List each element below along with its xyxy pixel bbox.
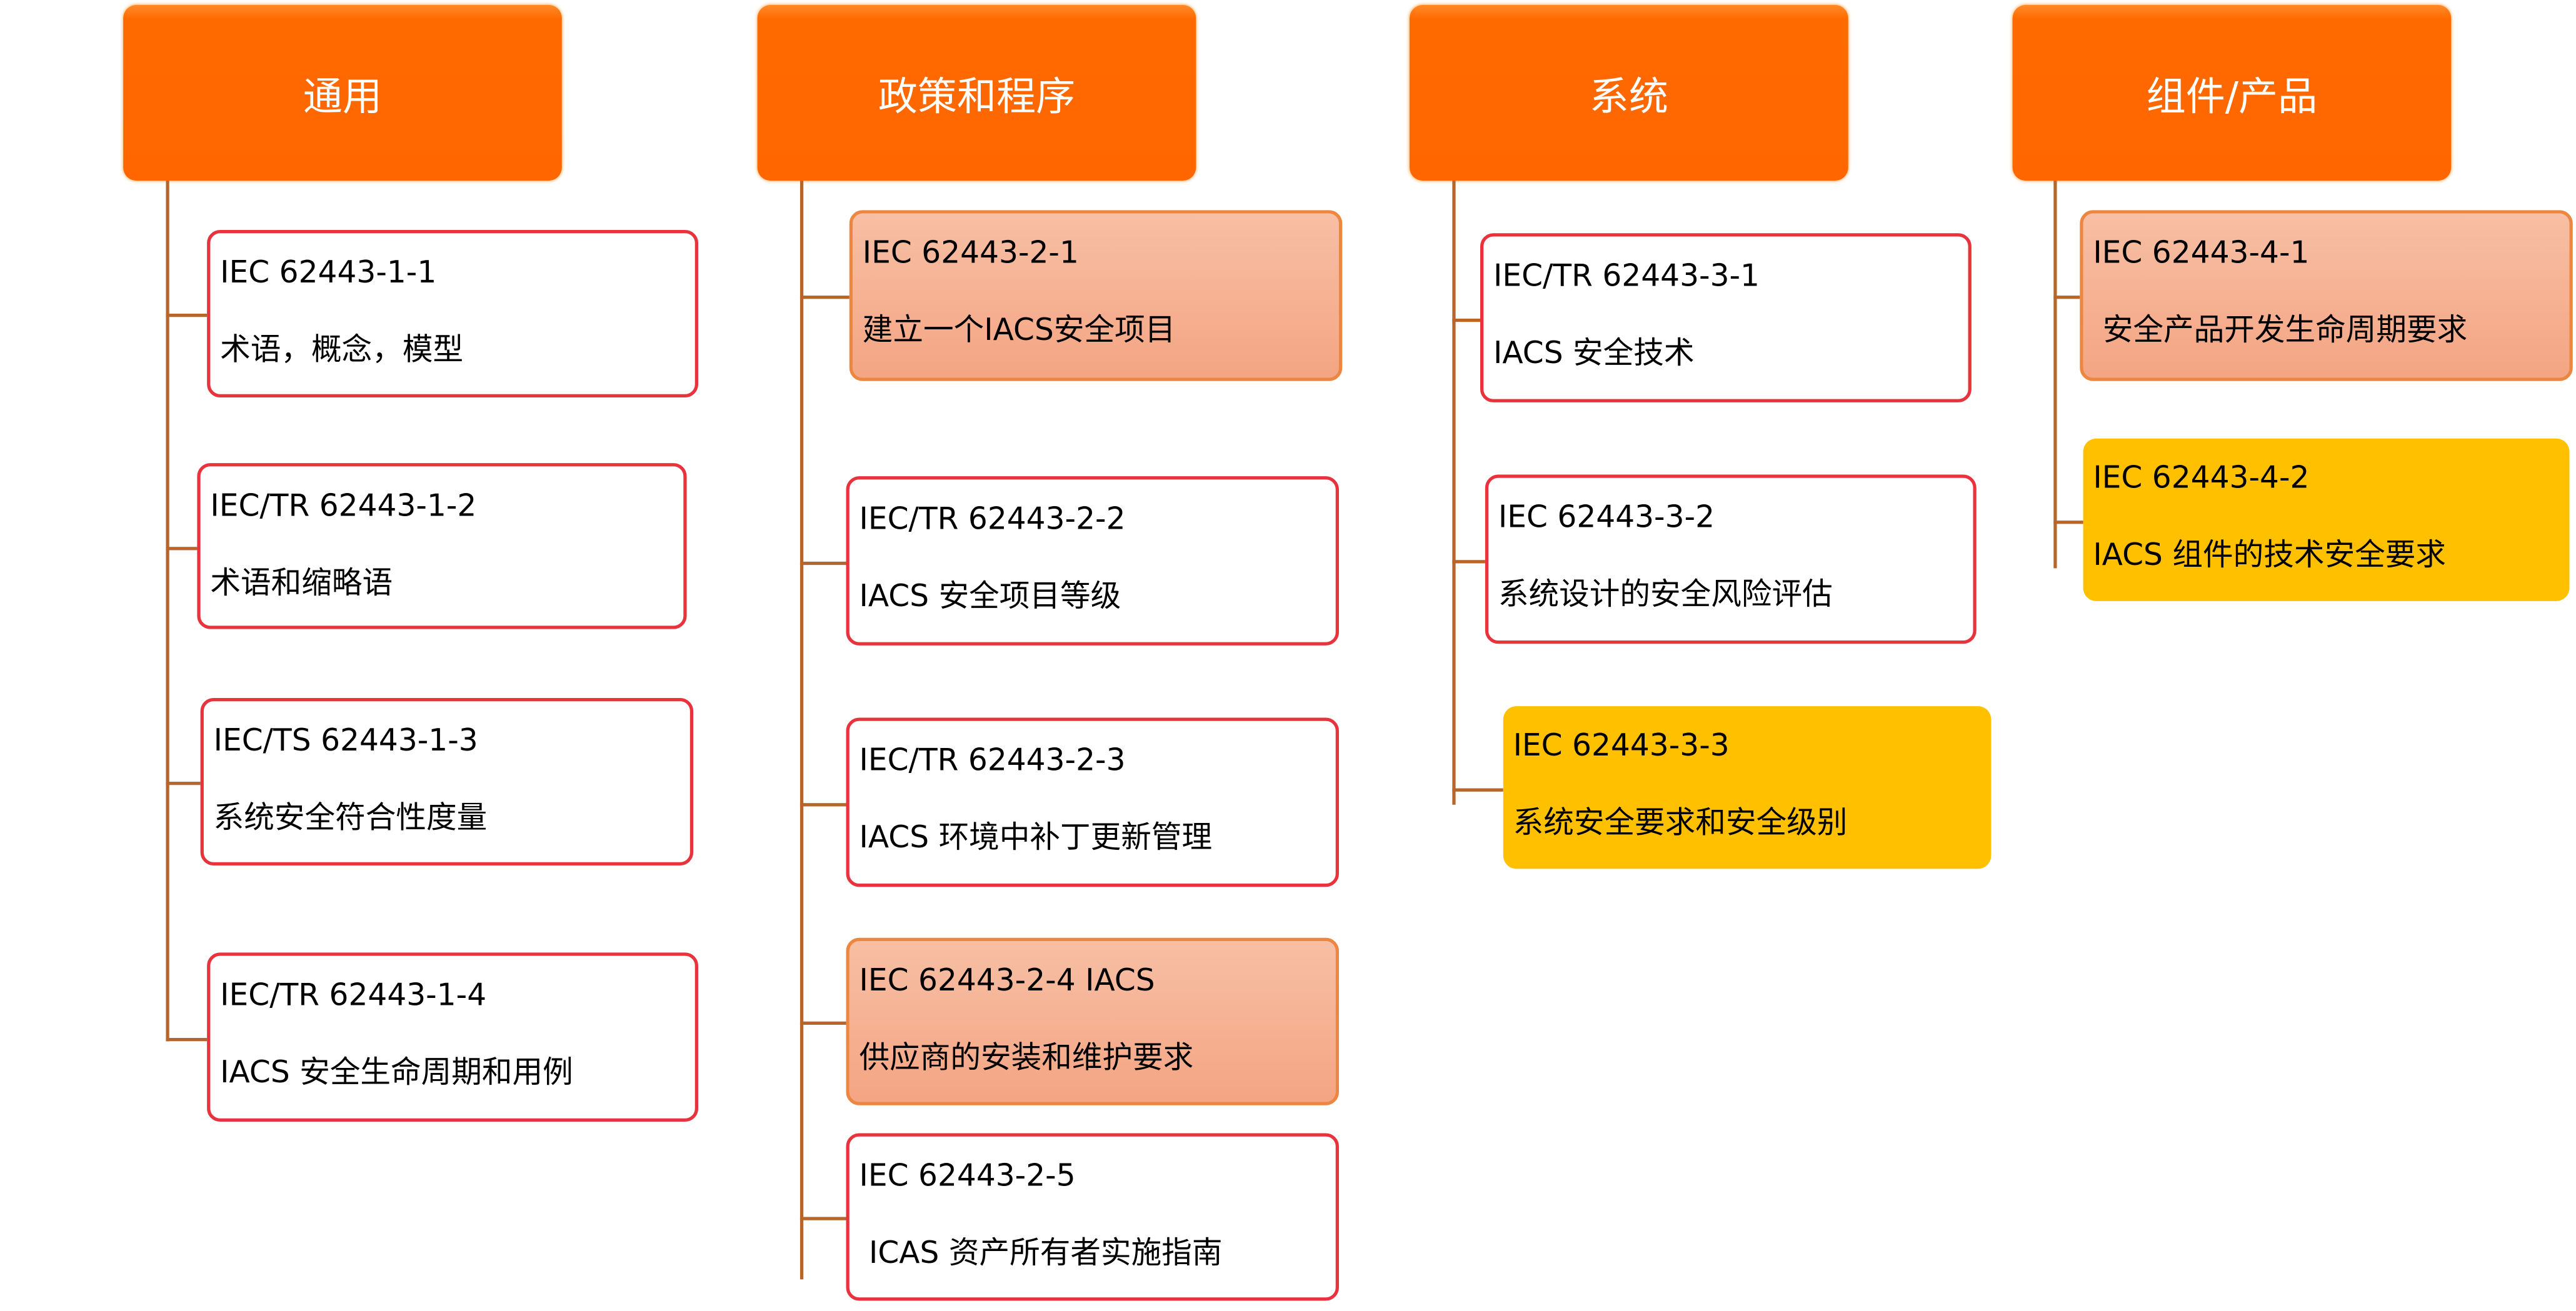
- connector-trunk: [166, 181, 169, 1042]
- connector-trunk: [2053, 181, 2057, 569]
- connector-branch: [1452, 317, 1481, 321]
- standard-description: 系统安全符合性度量: [213, 801, 488, 836]
- column-title: 系统: [1589, 74, 1668, 120]
- standard-code: IEC/TR 62443-1-4: [220, 979, 487, 1014]
- standard-description: IACS 组件的技术安全要求: [2093, 539, 2446, 574]
- standard-box[interactable]: IEC 62443-2-4 IACS 供应商的安装和维护要求: [846, 937, 1339, 1105]
- standard-code: IEC 62443-2-4 IACS: [859, 964, 1155, 999]
- connector-branch: [1452, 787, 1503, 791]
- connector-branch: [799, 561, 846, 564]
- standard-code: IEC 62443-4-1: [2093, 236, 2310, 271]
- column-header[interactable]: 系统: [1409, 4, 1848, 181]
- standard-code: IEC 62443-3-3: [1513, 729, 1730, 764]
- standard-description: 系统设计的安全风险评估: [1498, 578, 1833, 613]
- standard-description: IACS 安全技术: [1493, 336, 1695, 371]
- standard-description: 供应商的安装和维护要求: [859, 1041, 1194, 1076]
- standard-code: IEC 62443-2-5: [859, 1159, 1076, 1194]
- standard-description: 建立一个IACS安全项目: [862, 313, 1176, 349]
- standard-code: IEC 62443-1-1: [220, 256, 437, 291]
- standard-code: IEC 62443-4-2: [2093, 461, 2310, 496]
- connector-branch: [799, 296, 849, 299]
- connector-branch: [799, 1021, 846, 1025]
- standard-description: 安全产品开发生命周期要求: [2093, 313, 2468, 349]
- column-title: 通用: [303, 74, 383, 120]
- column-header[interactable]: 组件/产品: [2012, 4, 2452, 181]
- standard-box[interactable]: IEC 62443-3-3 系统安全要求和安全级别: [1503, 706, 1992, 869]
- connector-branch: [166, 546, 198, 550]
- column-header[interactable]: 政策和程序: [757, 4, 1196, 181]
- standard-box[interactable]: IEC 62443-3-2 系统设计的安全风险评估: [1485, 474, 1977, 644]
- connector-trunk: [1452, 181, 1456, 805]
- standard-description: ICAS 资产所有者实施指南: [859, 1237, 1223, 1272]
- connector-branch: [166, 782, 201, 785]
- standard-code: IEC 62443-2-1: [862, 236, 1079, 271]
- connector-branch: [166, 1037, 208, 1040]
- standard-box[interactable]: IEC/TS 62443-1-3 系统安全符合性度量: [200, 697, 694, 866]
- standard-box[interactable]: IEC/TR 62443-1-2 术语和缩略语: [197, 463, 687, 629]
- standard-code: IEC/TS 62443-1-3: [213, 724, 478, 759]
- standard-box[interactable]: IEC 62443-2-5 ICAS 资产所有者实施指南: [846, 1133, 1339, 1301]
- connector-branch: [799, 1217, 846, 1220]
- standard-description: 系统安全要求和安全级别: [1513, 806, 1848, 841]
- standard-code: IEC/TR 62443-2-3: [859, 744, 1126, 779]
- standard-code: IEC/TR 62443-2-2: [859, 502, 1126, 537]
- connector-branch: [166, 313, 208, 317]
- standard-box[interactable]: IEC 62443-4-1 安全产品开发生命周期要求: [2080, 210, 2573, 381]
- connector-branch: [799, 802, 846, 806]
- connector-branch: [1452, 559, 1485, 563]
- standard-code: IEC 62443-3-2: [1498, 501, 1715, 536]
- connector-trunk: [799, 181, 804, 1280]
- connector-branch: [2053, 296, 2080, 299]
- column-header[interactable]: 通用: [123, 4, 562, 181]
- column-title: 组件/产品: [2146, 74, 2318, 120]
- standard-description: 术语和缩略语: [210, 566, 393, 601]
- standard-description: 术语，概念，模型: [220, 333, 464, 368]
- standard-box[interactable]: IEC 62443-2-1 建立一个IACS安全项目: [849, 210, 1343, 381]
- standard-description: IACS 安全生命周期和用例: [220, 1055, 573, 1091]
- standard-code: IEC/TR 62443-1-2: [210, 489, 477, 524]
- standard-box[interactable]: IEC 62443-1-1 术语，概念，模型: [207, 229, 698, 398]
- standard-description: IACS 安全项目等级: [859, 579, 1121, 614]
- connector-branch: [2053, 519, 2083, 524]
- standard-description: IACS 环境中补丁更新管理: [859, 821, 1213, 856]
- column-title: 政策和程序: [878, 74, 1076, 120]
- standard-code: IEC/TR 62443-3-1: [1493, 259, 1760, 294]
